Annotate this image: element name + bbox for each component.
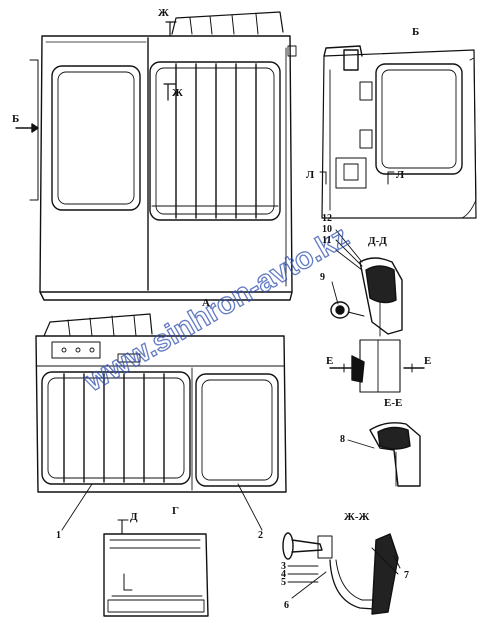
label-l-right: Л: [396, 169, 405, 181]
watermark-text: www.sinhron-avto.kz: [78, 220, 354, 399]
label-l-left: Л: [306, 169, 315, 181]
cab-front-view: [35, 313, 287, 531]
callout-5: 5: [281, 577, 286, 588]
view-b: [319, 45, 477, 219]
label-d-arrow: Д: [130, 511, 138, 523]
label-zh-mid: Ж: [172, 87, 183, 99]
section-ee: [347, 422, 421, 487]
label-b-arrow: Б: [12, 113, 19, 125]
section-zhzh: [282, 532, 401, 615]
label-g: Г: [172, 505, 179, 517]
callout-6: 6: [284, 600, 289, 611]
callout-3: 3: [281, 561, 286, 572]
callout-12: 12: [322, 213, 332, 224]
callout-1: 1: [56, 530, 61, 541]
title-section-dd: Д-Д: [368, 235, 387, 247]
title-section-zhzh: Ж-Ж: [344, 511, 370, 523]
section-dd: [330, 229, 403, 337]
label-e-left: Е: [326, 355, 333, 367]
title-section-ee: Е-Е: [384, 397, 402, 409]
view-g: [103, 519, 209, 617]
callout-10: 10: [322, 224, 332, 235]
door-edge-detail: [329, 339, 425, 393]
label-zh-top: Ж: [158, 7, 169, 19]
callout-9: 9: [320, 272, 325, 283]
label-b-view: Б: [412, 26, 419, 38]
callout-4: 4: [281, 569, 286, 580]
callout-11: 11: [322, 235, 331, 246]
label-e-right: Е: [424, 355, 431, 367]
callout-8: 8: [340, 434, 345, 445]
cab-side-view: [15, 11, 297, 301]
label-a: А: [202, 297, 210, 309]
callout-2: 2: [258, 530, 263, 541]
callout-7: 7: [404, 570, 409, 581]
